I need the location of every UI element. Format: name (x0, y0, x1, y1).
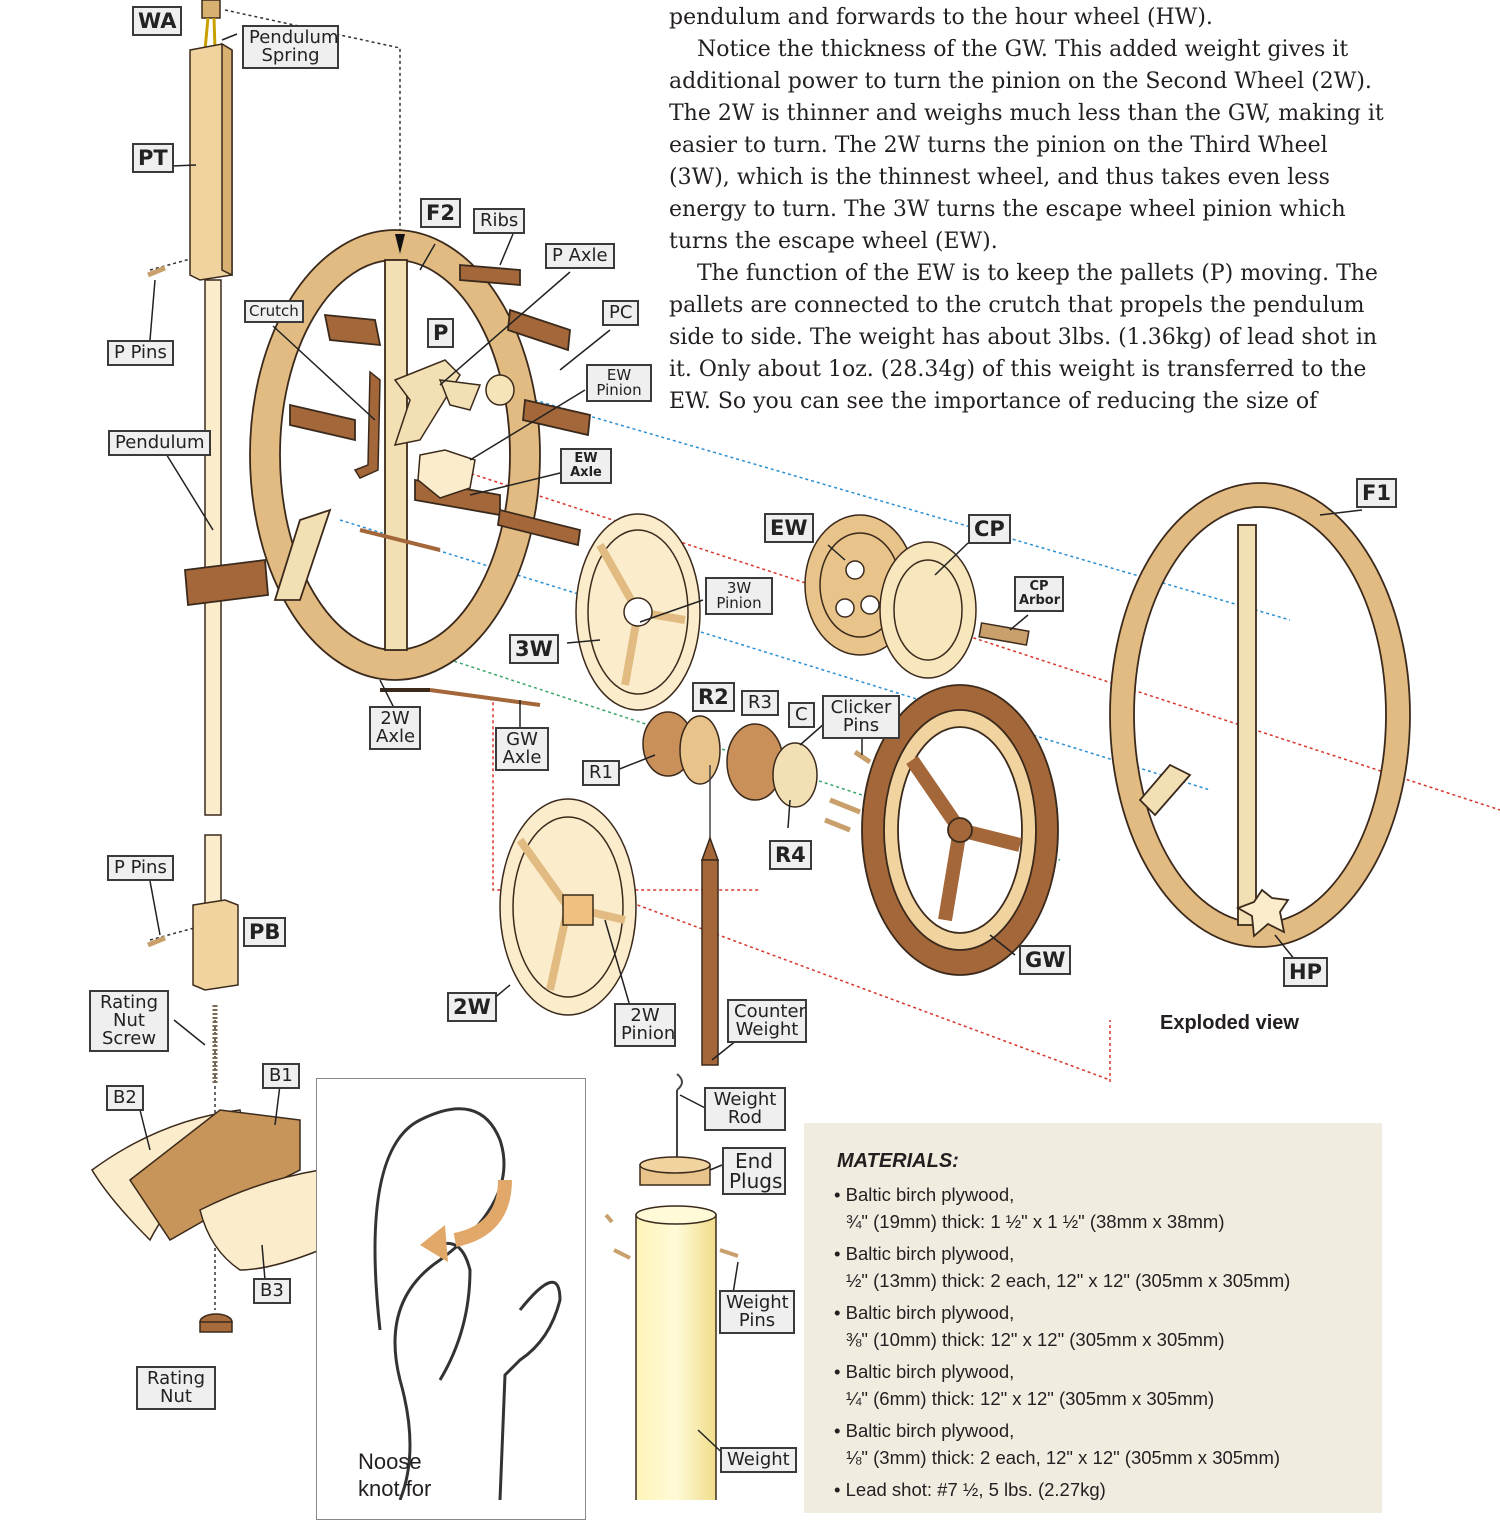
label-b1: B1 (262, 1063, 300, 1089)
great-wheel (861, 684, 1059, 976)
label-crutch: Crutch (244, 300, 304, 323)
body-paragraph-1: pendulum and forwards to the hour wheel … (669, 5, 1213, 30)
guide-blue-2 (339, 519, 1211, 791)
label-pc: PC (602, 300, 640, 326)
label-weight: Weight (720, 1447, 797, 1473)
materials-list: Baltic birch plywood,¾" (19mm) thick: 1 … (834, 1181, 1290, 1508)
body-paragraph-3: The function of the EW is to keep the pa… (669, 261, 1378, 414)
escape-wheel (804, 514, 1030, 679)
label-c: C (788, 702, 815, 728)
label-ew: EW (764, 513, 814, 543)
label-2w-pinion: 2W Pinion (614, 1003, 676, 1047)
label-b3: B3 (253, 1278, 291, 1304)
weight-tube (604, 1073, 739, 1500)
label-3w-pinion: 3W Pinion (705, 577, 773, 615)
label-2w: 2W (447, 992, 497, 1022)
counter-weight (700, 765, 720, 1066)
materials-item: Baltic birch plywood,⅜" (10mm) thick: 12… (834, 1299, 1290, 1353)
label-clicker-pins: Clicker Pins (822, 695, 900, 739)
label-r1: R1 (582, 760, 620, 786)
materials-panel: MATERIALS: Baltic birch plywood,¾" (19mm… (804, 1123, 1382, 1513)
label-p-pins-top: P Pins (107, 340, 174, 366)
materials-item: Baltic birch plywood,¾" (19mm) thick: 1 … (834, 1181, 1290, 1235)
label-rating-nut: Rating Nut (136, 1366, 216, 1410)
guide-black-1 (224, 9, 401, 230)
label-f2: F2 (420, 198, 461, 228)
label-end-plugs: End Plugs (722, 1147, 786, 1195)
label-3w: 3W (509, 634, 559, 664)
label-ribs: Ribs (473, 208, 526, 234)
label-gw-axle: GW Axle (495, 727, 549, 771)
frame-f1 (1109, 482, 1411, 948)
body-text: pendulum and forwards to the hour wheel … (669, 2, 1389, 418)
label-wa: WA (132, 6, 183, 36)
materials-title: MATERIALS: (837, 1150, 959, 1172)
label-b2: B2 (106, 1085, 144, 1111)
crutch-and-pallets (353, 359, 515, 499)
label-pb: PB (243, 917, 287, 947)
third-wheel (575, 513, 701, 711)
label-weight-pins: Weight Pins (719, 1290, 795, 1334)
frame-f2 (184, 229, 591, 707)
label-gw: GW (1019, 945, 1072, 975)
noose-knot-panel (316, 1078, 586, 1520)
materials-item: Lead shot: #7 ½, 5 lbs. (2.27kg) (834, 1476, 1290, 1503)
noose-knot-sketch (373, 1107, 562, 1500)
label-2w-axle: 2W Axle (369, 706, 421, 750)
label-rating-nut-screw: Rating Nut Screw (89, 990, 169, 1052)
label-p-pins-bottom: P Pins (107, 855, 174, 881)
label-r4: R4 (769, 840, 812, 870)
label-p-axle: P Axle (545, 243, 615, 269)
label-pendulum-spring: Pendulum Spring (242, 25, 339, 69)
label-p: P (427, 318, 455, 348)
second-wheel (499, 798, 637, 1016)
label-pendulum: Pendulum (108, 430, 212, 456)
bob-pieces (91, 1109, 321, 1271)
label-cp: CP (968, 514, 1011, 544)
label-ew-axle: EW Axle (560, 448, 612, 484)
label-r3: R3 (741, 690, 779, 716)
label-r2: R2 (692, 682, 735, 712)
ratchet-pieces (642, 711, 872, 833)
label-weight-rod: Weight Rod (704, 1087, 786, 1131)
label-cp-arbor: CP Arbor (1014, 576, 1064, 612)
materials-item: Baltic birch plywood,⅛" (3mm) thick: 2 e… (834, 1417, 1290, 1471)
label-counter-weight: Counter Weight (727, 999, 807, 1043)
label-f1: F1 (1356, 478, 1397, 508)
body-paragraph-2: Notice the thickness of the GW. This add… (669, 37, 1384, 254)
materials-item: Baltic birch plywood,½" (13mm) thick: 2 … (834, 1240, 1290, 1294)
label-ew-pinion: EW Pinion (586, 364, 652, 402)
pendulum-assembly (147, 0, 239, 1333)
label-hp: HP (1283, 957, 1328, 987)
arrow-down-icon (395, 234, 405, 254)
noose-caption: Noose knot for (358, 1449, 432, 1501)
materials-item: Baltic birch plywood,¼" (6mm) thick: 12"… (834, 1358, 1290, 1412)
label-pt: PT (132, 143, 174, 173)
exploded-view-caption: Exploded view (1160, 1012, 1299, 1034)
